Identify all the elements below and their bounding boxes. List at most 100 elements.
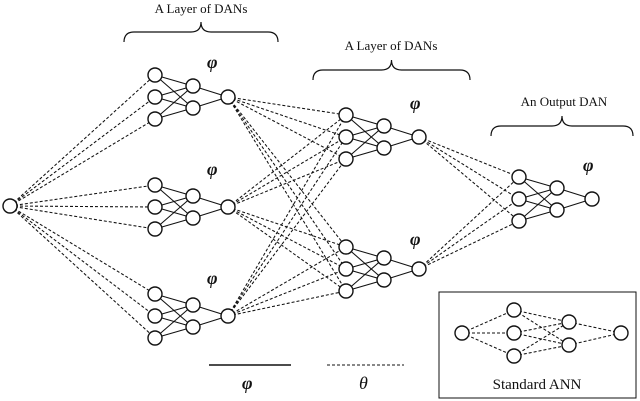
layer1-to-layer2-link bbox=[227, 96, 347, 292]
layer2-to-output-link bbox=[418, 176, 520, 270]
phi-label-dan-4: φ bbox=[410, 93, 421, 113]
dan-5-input-node-3 bbox=[338, 283, 354, 299]
standard-ann-link bbox=[513, 332, 570, 346]
layer1-to-layer2-link bbox=[227, 136, 347, 208]
dan-6-hidden-node-1 bbox=[549, 180, 565, 196]
output-brace bbox=[490, 115, 634, 137]
dan-3-hidden-node-1 bbox=[185, 297, 201, 313]
input-to-layer1-link bbox=[9, 96, 156, 207]
output-caption: An Output DAN bbox=[521, 94, 608, 109]
dan-1-input-node-3 bbox=[147, 111, 163, 127]
layer2-brace bbox=[312, 59, 471, 81]
dan-1-input-node-1 bbox=[147, 67, 163, 83]
standard-ann-link bbox=[513, 309, 570, 323]
dan-4-hidden-node-2 bbox=[376, 140, 392, 156]
dan-3-input-node-2 bbox=[147, 308, 163, 324]
standard-ann-hidden1-node-3 bbox=[506, 348, 522, 364]
layer1-to-layer2-link bbox=[227, 96, 347, 138]
phi-label-dan-3: φ bbox=[207, 268, 218, 288]
dan-2-input-node-1 bbox=[147, 177, 163, 193]
phi-label-dan-2: φ bbox=[207, 159, 218, 179]
dan-2-hidden-node-2 bbox=[185, 210, 201, 226]
standard-ann-link bbox=[568, 321, 622, 334]
standard-ann-hidden1-node-1 bbox=[506, 302, 522, 318]
nodes bbox=[2, 67, 629, 364]
dan-2-input-node-2 bbox=[147, 199, 163, 215]
layer2-to-output-link bbox=[418, 136, 520, 200]
layer1-to-layer2-link bbox=[227, 158, 347, 317]
dan-3-hidden-node-2 bbox=[185, 319, 201, 335]
layer1-to-layer2-link bbox=[227, 246, 347, 317]
layer1-to-layer2-link bbox=[227, 96, 347, 248]
input-to-layer1-link bbox=[9, 205, 156, 317]
layer1-to-layer2-link bbox=[227, 268, 347, 317]
layer1-to-layer2-link bbox=[227, 136, 347, 317]
standard-ann-hidden2-node-2 bbox=[561, 337, 577, 353]
layer2-to-output-link bbox=[418, 220, 520, 270]
dan-4-hidden-node-1 bbox=[376, 118, 392, 134]
standard-ann-input-node bbox=[454, 325, 470, 341]
layer1-to-layer2-link bbox=[227, 158, 347, 208]
dan-6-hidden-node-2 bbox=[549, 202, 565, 218]
dan-3-edge bbox=[154, 304, 194, 339]
dashed-connections bbox=[9, 74, 622, 357]
input-to-layer1-link bbox=[9, 205, 156, 208]
braces bbox=[123, 21, 634, 137]
dan-5-input-node-1 bbox=[338, 239, 354, 255]
standard-ann-hidden1-node-2 bbox=[506, 325, 522, 341]
input-to-layer1-link bbox=[9, 205, 156, 230]
standard-ann-label: Standard ANN bbox=[493, 377, 582, 393]
legend-theta-symbol: θ bbox=[359, 373, 368, 393]
dan-5-edge bbox=[345, 257, 385, 292]
dan-4-input-node-3 bbox=[338, 151, 354, 167]
dan-1-edge bbox=[154, 85, 194, 120]
phi-label-dan-1: φ bbox=[207, 52, 218, 72]
dan-4-input-node-2 bbox=[338, 129, 354, 145]
dan-2-input-node-3 bbox=[147, 221, 163, 237]
layer1-to-layer2-link bbox=[227, 206, 347, 292]
input-to-layer1-link bbox=[9, 205, 156, 339]
phi-label-output-dan: φ bbox=[583, 155, 594, 175]
standard-ann-link bbox=[513, 321, 570, 357]
input-to-layer1-link bbox=[9, 118, 156, 207]
layer2-caption: A Layer of DANs bbox=[345, 38, 438, 53]
input-to-layer1-link bbox=[9, 74, 156, 207]
standard-ann-link bbox=[461, 309, 515, 334]
input-to-layer1-link bbox=[9, 184, 156, 207]
standard-ann-link bbox=[568, 332, 622, 346]
dan-6-input-node-3 bbox=[511, 213, 527, 229]
dan-3-input-node-1 bbox=[147, 286, 163, 302]
dan-6-input-node-2 bbox=[511, 191, 527, 207]
input-to-layer1-link bbox=[9, 205, 156, 295]
input-source-node bbox=[2, 198, 18, 214]
dan-3-input-node-3 bbox=[147, 330, 163, 346]
standard-ann-link bbox=[461, 332, 515, 357]
dan-5-output-node bbox=[411, 261, 427, 277]
dan-5-input-node-2 bbox=[338, 261, 354, 277]
dan-1-output-node bbox=[220, 89, 236, 105]
dan-4-output-node bbox=[411, 129, 427, 145]
layer2-to-output-link bbox=[418, 136, 520, 222]
dan-4-input-node-1 bbox=[338, 107, 354, 123]
dan-1-input-node-2 bbox=[147, 89, 163, 105]
dan-5-hidden-node-2 bbox=[376, 272, 392, 288]
standard-ann-hidden2-node-1 bbox=[561, 314, 577, 330]
dan-2-output-node bbox=[220, 199, 236, 215]
dan-2-edge bbox=[154, 195, 194, 230]
standard-ann-output-node bbox=[613, 325, 629, 341]
layer1-to-layer2-link bbox=[227, 96, 347, 160]
phi-label-dan-5: φ bbox=[410, 229, 421, 249]
dan-4-edge bbox=[345, 125, 385, 160]
layer2-to-output-link bbox=[418, 198, 520, 270]
dan-5-hidden-node-1 bbox=[376, 250, 392, 266]
dan-1-hidden-node-1 bbox=[185, 78, 201, 94]
standard-ann-link bbox=[513, 344, 570, 357]
layer1-to-layer2-link bbox=[227, 290, 347, 317]
dan-1-hidden-node-2 bbox=[185, 100, 201, 116]
standard-ann-link bbox=[513, 321, 570, 334]
layer1-caption: A Layer of DANs bbox=[155, 1, 248, 16]
dan-6-input-node-1 bbox=[511, 169, 527, 185]
standard-ann-link bbox=[513, 309, 570, 346]
layer2-to-output-link bbox=[418, 136, 520, 178]
